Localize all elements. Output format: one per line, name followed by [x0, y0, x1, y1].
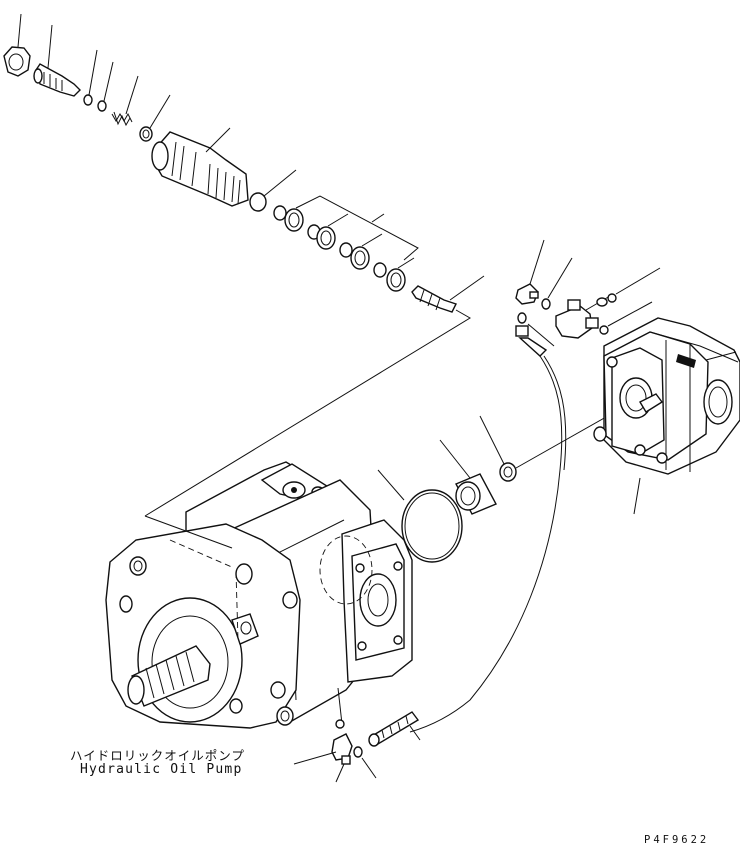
- relief-valve-body-part: [151, 127, 249, 207]
- snap-ring-part: [479, 415, 517, 482]
- gear-pump-part: [593, 317, 740, 515]
- small-washer-part: [599, 301, 653, 335]
- o-ring-part: [249, 169, 297, 212]
- large-o-ring-part: [377, 469, 463, 563]
- spring-part: [111, 75, 139, 127]
- part-name-japanese: ハイドロリックオイルポンプ: [70, 748, 245, 763]
- bottom-elbow-fitting-part: [293, 719, 353, 783]
- small-ring-1-part: [83, 49, 98, 106]
- plunger-part: [411, 275, 485, 313]
- main-pump-body-part: [105, 461, 413, 729]
- ring-set-part: [273, 195, 419, 292]
- small-ring-2-part: [97, 61, 114, 112]
- hose-end-fitting-part: [368, 711, 421, 747]
- part-name-english: Hydraulic Oil Pump: [80, 762, 243, 777]
- plug-part: [33, 24, 81, 97]
- hose-assembly-part: [409, 312, 567, 733]
- bottom-o-ring-part: [353, 746, 377, 779]
- coupling-sleeve-part: [439, 439, 497, 515]
- seat-part: [139, 94, 171, 142]
- tee-fitting-part: [555, 295, 611, 339]
- nut-part: [3, 13, 31, 77]
- elbow-fitting-part: [515, 239, 545, 305]
- washer-part: [541, 257, 573, 310]
- small-bolt-part: [596, 267, 661, 307]
- drawing-number: P4F9622: [644, 834, 710, 846]
